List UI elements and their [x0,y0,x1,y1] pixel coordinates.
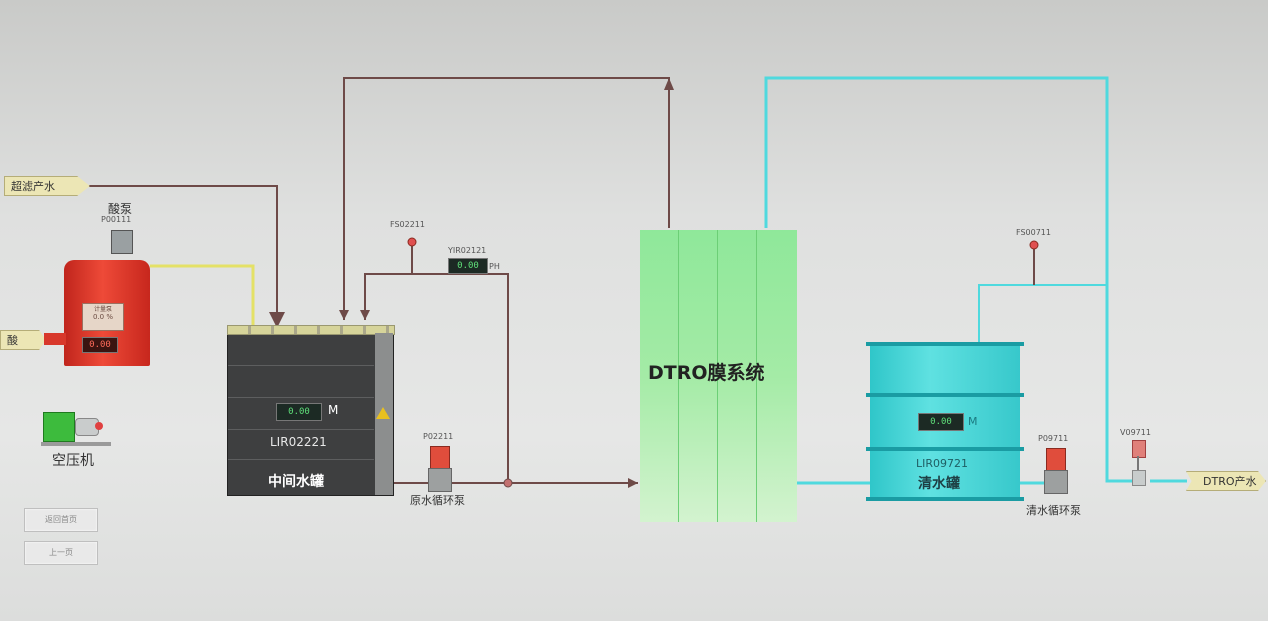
back-to-main-button[interactable]: 返回首页 [24,508,98,532]
acid-pump-display: 0.00 [82,337,118,353]
air-compressor-label: 空压机 [52,453,94,469]
dtro-product-outlet: DTRO产水 [1186,471,1266,491]
acid-inlet: 酸 [0,330,46,350]
raw-water-pump[interactable] [428,446,452,492]
clear-water-pump[interactable] [1044,448,1068,494]
clear-tank-tag: LIR09721 [916,457,969,470]
feed-pipe [88,185,285,328]
dtro-membrane-system[interactable]: DTRO膜系统 [640,230,797,522]
fs00711-sensor [1029,240,1039,250]
acid-pump-title: 酸泵 [108,202,133,216]
intermediate-tank-name: 中间水罐 [268,474,324,490]
intermediate-tank-level-unit: M [328,403,339,417]
fs02211-sensor [407,237,417,247]
acid-pump-tag: P00111 [101,215,132,224]
air-compressor-icon[interactable] [41,408,113,448]
acid-pump-panel-value: 0.0 [92,313,105,321]
clear-tank-level-unit: M [968,415,978,428]
cyan-return-pipe [978,284,1107,345]
raw-pump-label: 原水循环泵 [410,494,465,507]
clear-tank-level-display: 0.00 [918,413,964,431]
warning-icon [376,407,390,419]
cyan-loop-pipe [764,76,1140,483]
acid-pump-tank[interactable]: 计量泵 0.0 % 0.00 [64,260,150,366]
acid-pump-panel-unit: % [106,313,114,321]
recirc-pipe [364,273,509,483]
ph-meter-tag: YIR02121 [448,246,487,255]
valve-tag: V09711 [1120,428,1151,437]
ph-meter-unit: PH [489,262,500,271]
fs02211-tag: FS02211 [390,220,425,229]
acid-inlet-nozzle [44,333,66,345]
dtro-label: DTRO膜系统 [648,362,765,384]
prev-page-button[interactable]: 上一页 [24,541,98,565]
acid-pump-panel: 计量泵 0.0 % [82,303,124,331]
acid-pump-motor-icon [111,230,133,254]
valve-icon[interactable] [1132,440,1146,488]
acid-pipe [150,264,255,325]
clear-pump-label: 清水循环泵 [1026,504,1081,517]
clear-water-tank[interactable]: 0.00 M LIR09721 清水罐 [866,342,1024,501]
intermediate-tank[interactable]: 0.00 M LIR02221 中间水罐 [227,325,395,496]
clear-pump-tag: P09711 [1038,434,1069,443]
clear-tank-name: 清水罐 [918,476,960,492]
acid-pump-panel-title: 计量泵 [93,306,112,313]
fs00711-tag: FS00711 [1016,228,1051,237]
intermediate-tank-level-display: 0.00 [276,403,322,421]
intermediate-tank-tag: LIR02221 [270,435,327,449]
ph-meter-display[interactable]: 0.00 [448,258,488,274]
raw-pump-tag: P02211 [423,432,454,441]
filtered-water-inlet: 超滤产水 [4,176,90,196]
return-pipe [343,77,670,320]
